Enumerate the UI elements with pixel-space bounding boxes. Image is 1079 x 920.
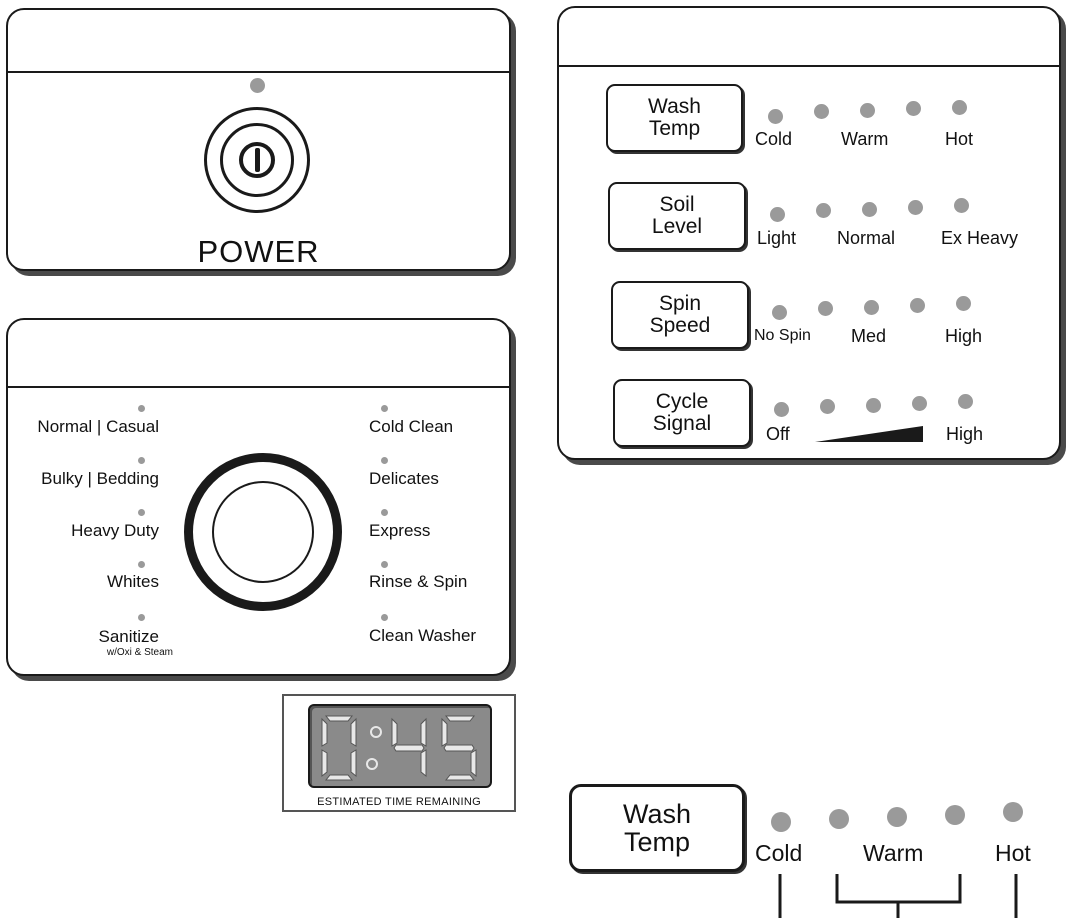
spin-speed-led-3 <box>864 300 879 315</box>
soil-level-led-4 <box>908 200 923 215</box>
detail-led-4 <box>945 805 965 825</box>
cycle-led <box>138 509 145 516</box>
cycle-signal-label-high: High <box>946 424 984 444</box>
detail-bracket-lines <box>778 874 1018 918</box>
time-display-screen <box>308 704 492 788</box>
cycle-led <box>381 614 388 621</box>
cycle-led <box>381 405 388 412</box>
cycle-whites[interactable]: Whites <box>107 572 159 591</box>
cycle-signal-led-1 <box>774 402 789 417</box>
cycle-normal-casual[interactable]: Normal | Casual <box>37 417 159 436</box>
time-digits <box>321 715 477 781</box>
wash-temp-label-hot: Hot <box>945 129 974 149</box>
cycle-selector-knob[interactable] <box>184 453 342 611</box>
cycle-cold-clean[interactable]: Cold Clean <box>369 417 454 436</box>
cycle-express[interactable]: Express <box>369 521 431 540</box>
cycle-signal-led-2 <box>820 399 835 414</box>
soil-level-label-light: Light <box>757 228 797 248</box>
cycle-signal-led-4 <box>912 396 927 411</box>
cycle-heavy-duty[interactable]: Heavy Duty <box>71 521 159 540</box>
power-label: POWER <box>197 234 320 269</box>
knob-inner-ring <box>212 481 314 583</box>
spin-speed-label-high: High <box>945 326 983 346</box>
cycle-led <box>138 614 145 621</box>
volume-wedge-icon <box>815 426 923 442</box>
power-indicator-led <box>250 78 265 93</box>
time-display-frame: ESTIMATED TIME REMAINING <box>282 694 516 812</box>
wash-temp-led-1 <box>768 109 783 124</box>
options-panel-divider <box>559 65 1059 67</box>
detail-label-hot: Hot <box>995 840 1031 866</box>
soil-level-led-2 <box>816 203 831 218</box>
spin-speed-led-4 <box>910 298 925 313</box>
cycle-clean-washer[interactable]: Clean Washer <box>369 626 477 645</box>
power-panel: POWER <box>6 8 511 271</box>
cycle-signal-label-off: Off <box>766 424 790 444</box>
detail-led-5 <box>1003 802 1023 822</box>
spin-speed-led-2 <box>818 301 833 316</box>
spin-speed-led-5 <box>956 296 971 311</box>
soil-level-led-3 <box>862 202 877 217</box>
spin-speed-label-no-spin: No Spin <box>754 327 811 344</box>
soil-level-label-normal: Normal <box>837 228 896 248</box>
cycle-delicates[interactable]: Delicates <box>369 469 439 488</box>
power-icon <box>220 123 294 197</box>
cycle-led <box>381 509 388 516</box>
cycle-sanitize[interactable]: Sanitize <box>98 627 159 646</box>
cycle-panel-divider <box>8 386 509 388</box>
sanitize-subtitle: w/Oxi & Steam <box>106 647 173 658</box>
power-button[interactable] <box>204 107 310 213</box>
wash-temp-led-2 <box>814 104 829 119</box>
cycle-panel: Normal | Casual Bulky | Bedding Heavy Du… <box>6 318 511 676</box>
soil-level-label-ex-heavy: Ex Heavy <box>941 228 1019 248</box>
spin-speed-label-med: Med <box>851 326 887 346</box>
cycle-led <box>138 561 145 568</box>
detail-label-cold: Cold <box>755 840 803 866</box>
cycle-led <box>381 561 388 568</box>
cycle-rinse-spin[interactable]: Rinse & Spin <box>369 572 468 591</box>
cycle-led <box>138 457 145 464</box>
cycle-led <box>381 457 388 464</box>
time-display-caption: ESTIMATED TIME REMAINING <box>317 796 481 808</box>
cycle-led <box>138 405 145 412</box>
detail-label-warm: Warm <box>863 840 924 866</box>
cycle-signal-led-3 <box>866 398 881 413</box>
cycle-bulky-bedding[interactable]: Bulky | Bedding <box>41 469 159 488</box>
wash-temp-led-5 <box>952 100 967 115</box>
detail-led-2 <box>829 809 849 829</box>
detail-led-3 <box>887 807 907 827</box>
cycle-signal-led-5 <box>958 394 973 409</box>
soil-level-led-1 <box>770 207 785 222</box>
wash-temp-led-3 <box>860 103 875 118</box>
wash-temp-led-4 <box>906 101 921 116</box>
detail-led-1 <box>771 812 791 832</box>
spin-speed-led-1 <box>772 305 787 320</box>
wash-temp-label-cold: Cold <box>755 129 793 149</box>
soil-level-led-5 <box>954 198 969 213</box>
power-panel-divider <box>8 71 509 73</box>
wash-temp-label-warm: Warm <box>841 129 889 149</box>
